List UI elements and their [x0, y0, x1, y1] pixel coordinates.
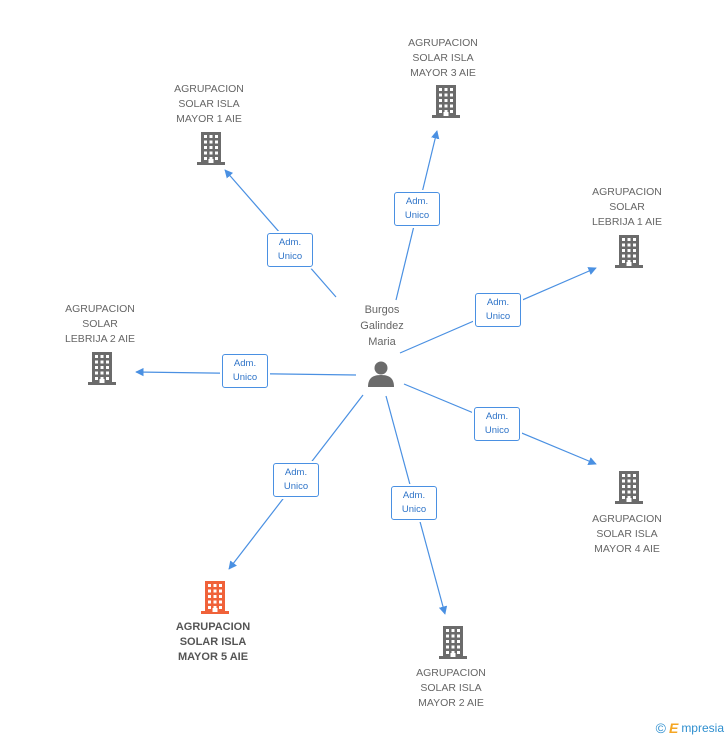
building-icon[interactable] — [86, 350, 118, 391]
building-icon[interactable] — [199, 579, 231, 620]
role-badge-line: Unico — [232, 372, 258, 383]
building-icon[interactable] — [613, 233, 645, 274]
company-label-line: AGRUPACION — [416, 667, 486, 679]
role-badge-line: Adm. — [284, 467, 308, 478]
person-name-line: Galindez — [360, 320, 404, 332]
company-label-line: AGRUPACION — [592, 513, 662, 525]
company-label-line: AGRUPACION — [592, 186, 662, 198]
company-label-line: LEBRIJA 1 AIE — [591, 216, 663, 228]
role-badge-line: Adm. — [233, 358, 257, 369]
role-badge-mayor2[interactable]: Adm. Unico — [391, 486, 437, 520]
building-icon[interactable] — [437, 624, 469, 665]
copyright-symbol: © — [655, 720, 666, 736]
role-badge-line: Adm. — [278, 237, 302, 248]
role-badge-lebrija1[interactable]: Adm. Unico — [475, 293, 521, 327]
role-badge-line: Unico — [484, 425, 510, 436]
role-badge-line: Unico — [283, 481, 309, 492]
company-label-mayor4[interactable]: AGRUPACION SOLAR ISLA MAYOR 4 AIE — [577, 512, 677, 557]
role-badge-mayor3[interactable]: Adm. Unico — [394, 192, 440, 226]
company-label-line: SOLAR — [609, 201, 645, 213]
company-label-line: AGRUPACION — [65, 303, 135, 315]
company-label-line: SOLAR ISLA — [412, 52, 474, 64]
company-label-mayor1[interactable]: AGRUPACION SOLAR ISLA MAYOR 1 AIE — [159, 82, 259, 127]
company-label-line: MAYOR 1 AIE — [176, 113, 242, 125]
person-name-line: Maria — [368, 336, 396, 348]
company-label-mayor5[interactable]: AGRUPACION SOLAR ISLA MAYOR 5 AIE — [163, 620, 263, 665]
company-label-line: SOLAR ISLA — [420, 682, 482, 694]
brand-name: mpresia — [681, 721, 724, 735]
company-label-line: SOLAR ISLA — [178, 98, 240, 110]
role-badge-line: Adm. — [486, 297, 510, 308]
building-icon[interactable] — [195, 130, 227, 171]
company-label-line: MAYOR 4 AIE — [594, 543, 660, 555]
company-label-line: AGRUPACION — [408, 37, 478, 49]
person-name-line: Burgos — [364, 304, 400, 316]
company-label-line: SOLAR ISLA — [179, 636, 247, 648]
company-label-line: MAYOR 3 AIE — [410, 67, 476, 79]
company-label-line: SOLAR ISLA — [596, 528, 658, 540]
role-badge-line: Unico — [485, 311, 511, 322]
role-badge-line: Unico — [404, 210, 430, 221]
company-label-line: AGRUPACION — [175, 621, 251, 633]
company-label-line: MAYOR 5 AIE — [177, 651, 249, 663]
company-label-lebrija1[interactable]: AGRUPACION SOLAR LEBRIJA 1 AIE — [577, 185, 677, 230]
role-badge-line: Unico — [277, 251, 303, 262]
role-badge-line: Adm. — [405, 196, 429, 207]
role-badge-line: Unico — [401, 504, 427, 515]
building-icon[interactable] — [430, 83, 462, 124]
building-icon[interactable] — [613, 469, 645, 510]
brand-logo-letter: E — [668, 720, 679, 736]
role-badge-line: Adm. — [402, 490, 426, 501]
role-badge-mayor5[interactable]: Adm. Unico — [273, 463, 319, 497]
role-badge-mayor1[interactable]: Adm. Unico — [267, 233, 313, 267]
role-badge-lebrija2[interactable]: Adm. Unico — [222, 354, 268, 388]
person-name[interactable]: Burgos Galindez Maria — [344, 302, 420, 350]
role-badge-line: Adm. — [485, 411, 509, 422]
company-label-line: SOLAR — [82, 318, 118, 330]
role-badge-mayor4[interactable]: Adm. Unico — [474, 407, 520, 441]
company-label-line: AGRUPACION — [174, 83, 244, 95]
company-label-line: MAYOR 2 AIE — [418, 697, 484, 709]
person-icon[interactable] — [366, 358, 396, 393]
company-label-line: LEBRIJA 2 AIE — [64, 333, 136, 345]
company-label-mayor3[interactable]: AGRUPACION SOLAR ISLA MAYOR 3 AIE — [393, 36, 493, 81]
company-label-lebrija2[interactable]: AGRUPACION SOLAR LEBRIJA 2 AIE — [50, 302, 150, 347]
company-label-mayor2[interactable]: AGRUPACION SOLAR ISLA MAYOR 2 AIE — [401, 666, 501, 711]
